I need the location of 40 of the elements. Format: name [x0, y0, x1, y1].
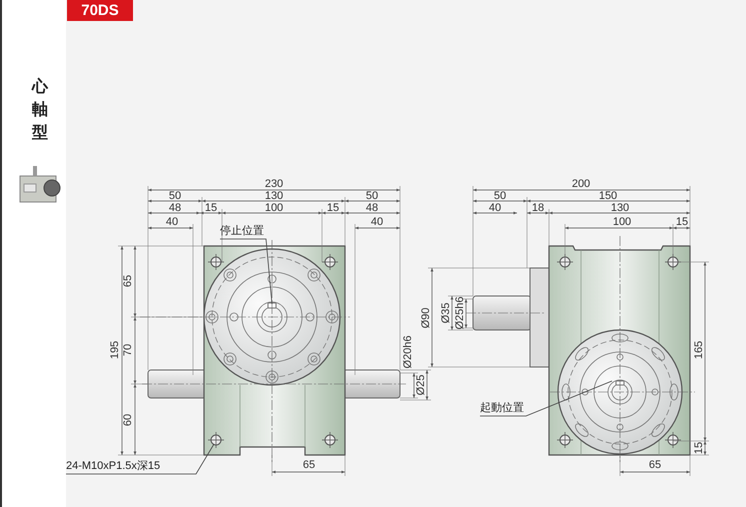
dimension-label: 65 — [648, 459, 662, 471]
dimension-label: 65 — [302, 459, 316, 471]
dimension-label: 50 — [494, 190, 506, 202]
vertical-heading: 心軸型 — [31, 76, 49, 144]
dimension-label: 15 — [204, 202, 218, 214]
dimension-label: Ø90 — [420, 308, 432, 328]
dimension-label: 100 — [264, 202, 284, 214]
model-badge: 70DS — [67, 0, 133, 21]
dimension-label: 40 — [370, 216, 384, 228]
dimension-label: 65 — [122, 274, 134, 288]
dimension-label: Ø20h6 — [402, 335, 414, 369]
leader-line — [66, 444, 214, 474]
callout-label: 24-M10xP1.5x深15 — [66, 460, 194, 472]
dimension-label: 130 — [610, 202, 630, 214]
dimension-label: 50 — [168, 190, 182, 202]
dimension-label: 15 — [326, 202, 340, 214]
callout-label: 停止位置 — [220, 225, 268, 237]
dimension-label: Ø35 — [440, 302, 452, 324]
dimension-label: 50 — [366, 190, 378, 202]
dimension-label: 60 — [122, 414, 134, 426]
dimension-label: 40 — [166, 216, 178, 228]
callout-label: 起動位置 — [480, 402, 526, 414]
dimension-label: 18 — [532, 202, 544, 214]
dimension-label: 165 — [693, 340, 705, 360]
dimension-label: 200 — [572, 178, 590, 190]
leader-line — [480, 380, 612, 416]
dimension-label: 230 — [264, 178, 284, 190]
dimension-label: 195 — [109, 340, 121, 360]
dimension-label: 48 — [366, 202, 378, 214]
dimension-label: 15 — [676, 216, 688, 228]
dimension-label: 48 — [168, 202, 182, 214]
dimension-label: 15 — [693, 442, 705, 454]
dimension-label: 40 — [488, 202, 502, 214]
dimension-label: 70 — [122, 344, 134, 356]
leader-line — [220, 238, 272, 304]
dimension-label: 130 — [264, 190, 284, 202]
dimension-label: 100 — [612, 216, 632, 228]
dimension-label: Ø25 — [415, 374, 427, 396]
dimension-label: Ø25h6 — [454, 296, 466, 330]
dimension-label: 150 — [598, 190, 618, 202]
